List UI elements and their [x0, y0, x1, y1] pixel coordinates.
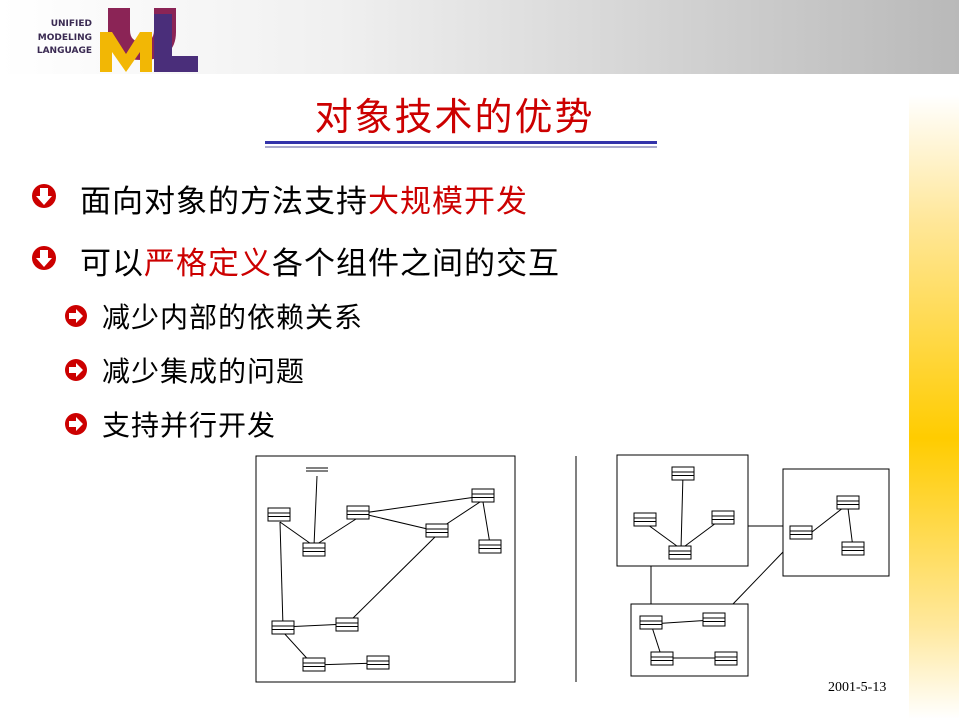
sub-bullet-item: 减少内部的依赖关系: [102, 301, 364, 334]
bullet-item: 面向对象的方法支持大规模开发: [80, 184, 528, 220]
bullet-item: 可以严格定义各个组件之间的交互: [80, 246, 560, 282]
tangled-dependency-diagram: [255, 455, 516, 683]
title-underline-shadow: [265, 146, 657, 148]
title-underline: [265, 141, 657, 144]
uml-logo-icon: [100, 8, 198, 72]
slide-title: 对象技术的优势: [314, 95, 595, 139]
sub-bullet-item: 支持并行开发: [102, 409, 277, 442]
sub-bullet-item: 减少集成的问题: [102, 355, 306, 388]
bullet-arrow-icon: [32, 246, 56, 270]
slide-date: 2001-5-13: [828, 680, 887, 695]
uml-logo-text: UNIFIED MODELING LANGUAGE: [36, 19, 92, 56]
bullet-arrow-icon: [32, 184, 56, 208]
bullet-highlight: 严格定义: [144, 246, 272, 282]
packaged-component-diagram: [616, 454, 890, 677]
sub-bullet-arrow-icon: [65, 305, 87, 327]
sub-bullet-arrow-icon: [65, 359, 87, 381]
side-accent-band: [909, 95, 959, 719]
component-diagrams: [255, 454, 890, 683]
bullet-highlight: 大规模开发: [368, 184, 528, 220]
sub-bullet-arrow-icon: [65, 413, 87, 435]
